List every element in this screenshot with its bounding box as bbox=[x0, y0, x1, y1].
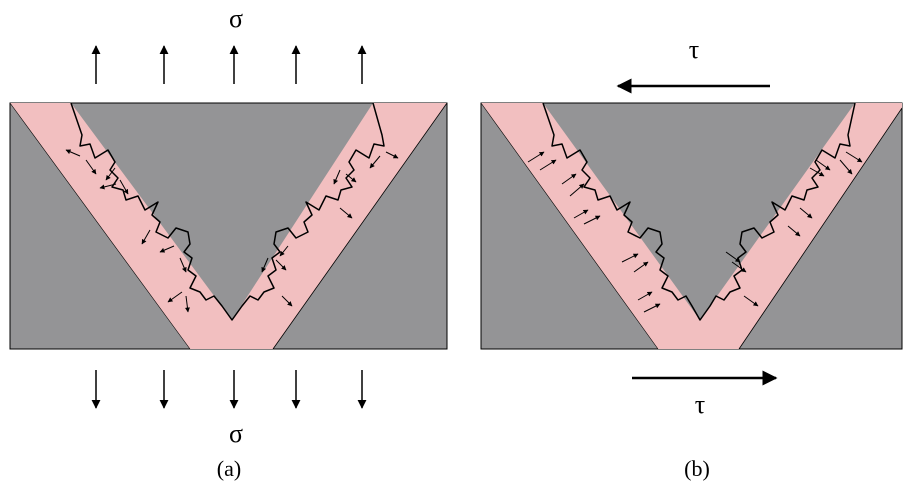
surface-arrow bbox=[815, 159, 831, 171]
surface-arrow bbox=[527, 151, 545, 163]
surface-arrow bbox=[799, 207, 813, 219]
tension-arrows-down bbox=[91, 370, 367, 409]
surface-arrow bbox=[743, 295, 759, 307]
surface-arrow bbox=[539, 159, 557, 171]
sigma-label-top: σ bbox=[229, 4, 243, 33]
surface-arrow bbox=[281, 295, 293, 307]
interlayer-band-a bbox=[10, 103, 447, 349]
sigma-label-bottom: σ bbox=[229, 419, 243, 448]
band-edge-right-b bbox=[738, 107, 903, 350]
panel-a: σ σ (a) bbox=[9, 4, 448, 481]
surface-arrow bbox=[561, 173, 577, 185]
surface-arrow bbox=[119, 179, 129, 195]
surface-arrow bbox=[339, 207, 353, 219]
surface-arrow bbox=[731, 261, 747, 273]
surface-arrow bbox=[159, 245, 175, 253]
surface-arrow bbox=[345, 173, 357, 183]
surface-arrow bbox=[633, 261, 649, 273]
surface-arrow bbox=[621, 253, 639, 263]
surface-arrow bbox=[105, 167, 116, 181]
tension-arrows-up bbox=[91, 45, 367, 84]
surface-arrows-b bbox=[527, 151, 863, 313]
surface-arrow bbox=[333, 169, 341, 185]
tau-label-top: τ bbox=[689, 35, 699, 64]
surface-arrow bbox=[279, 245, 289, 257]
surface-arrow bbox=[809, 167, 825, 177]
surface-arrow bbox=[839, 159, 853, 175]
surface-arrow bbox=[725, 251, 741, 263]
panel-b: τ τ (b) bbox=[480, 35, 903, 481]
caption-a: (a) bbox=[217, 456, 241, 481]
surface-arrow bbox=[179, 257, 187, 273]
surface-arrow bbox=[787, 225, 801, 237]
surface-arrow bbox=[573, 209, 589, 219]
surface-arrow bbox=[385, 151, 399, 159]
fractal-crack-surface-b bbox=[542, 102, 856, 321]
surface-arrow bbox=[583, 215, 601, 225]
surface-arrow bbox=[569, 183, 585, 197]
surface-arrow bbox=[65, 149, 81, 157]
band-edge-right-a bbox=[272, 102, 448, 350]
surface-arrow bbox=[99, 183, 117, 190]
surface-arrow bbox=[643, 303, 661, 313]
surface-arrows-a bbox=[65, 149, 399, 313]
caption-b: (b) bbox=[684, 456, 710, 481]
band-edge-left-a bbox=[9, 102, 191, 350]
surface-arrow bbox=[261, 257, 269, 273]
surface-arrow bbox=[167, 291, 183, 303]
surface-arrow bbox=[845, 151, 863, 163]
band-edge-left-b bbox=[480, 102, 659, 350]
surface-arrow bbox=[141, 229, 151, 245]
surface-arrow bbox=[184, 295, 190, 313]
tau-label-bottom: τ bbox=[695, 390, 705, 419]
surface-arrow bbox=[85, 159, 97, 175]
surface-arrow bbox=[275, 259, 287, 271]
surface-arrow bbox=[369, 155, 381, 169]
surface-arrow bbox=[637, 291, 653, 301]
